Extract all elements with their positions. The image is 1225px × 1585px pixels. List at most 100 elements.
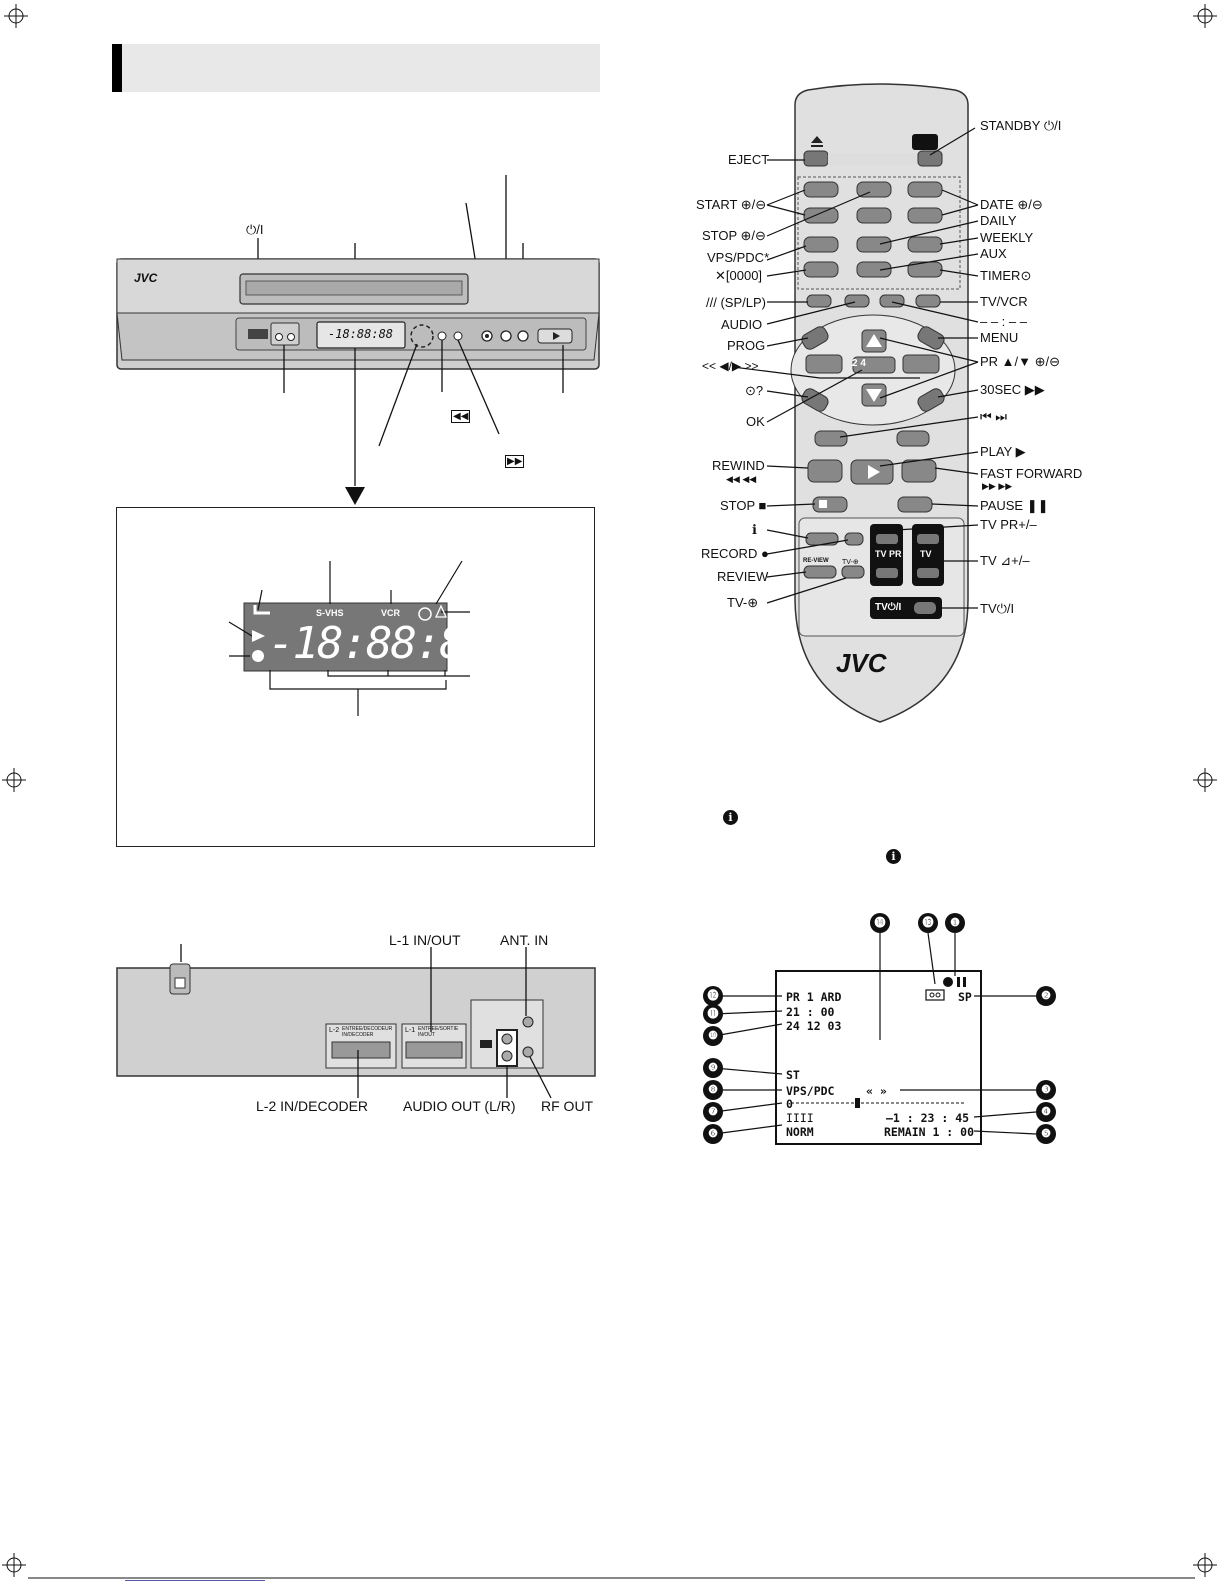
callout-8: ❽: [703, 1080, 723, 1100]
osd-screen: [775, 970, 982, 1145]
label-daily: DAILY: [980, 213, 1017, 228]
ant-in-label: ANT. IN: [500, 932, 549, 948]
osd-stereo: ST: [786, 1068, 800, 1082]
callout-13: ⓭: [918, 913, 938, 933]
callout-12: ⓬: [703, 986, 723, 1006]
tv-volume-button-text[interactable]: TV: [920, 549, 932, 559]
audio-out-label: AUDIO OUT (L/R): [403, 1098, 516, 1114]
osd-remain: REMAIN 1 : 00: [884, 1125, 975, 1139]
osd-date: 24 12 03: [786, 1019, 842, 1033]
rewind-symbol: ◀◀: [451, 410, 471, 423]
standby-symbol-label: ⏻/I: [246, 222, 264, 237]
label-tv-power: TV⏻/I: [980, 601, 1015, 616]
osd-norm: NORM: [786, 1125, 814, 1139]
label-tv-volume: TV ⊿+/–: [980, 553, 1030, 568]
osd-zero: 0: [786, 1097, 793, 1111]
info-icon: i: [723, 810, 738, 825]
label-cancel: ✕[0000]: [715, 268, 763, 283]
display-panel-box: [116, 507, 595, 847]
osd-bars: IIII: [786, 1111, 814, 1125]
ffwd-symbol: ▶▶: [505, 455, 525, 468]
tv-pr-button-text[interactable]: TV PR: [875, 549, 902, 559]
label-review: REVIEW: [717, 569, 769, 584]
label-sp-lp: /// (SP/LP): [706, 295, 766, 310]
label-time-setting: – – : – –: [980, 314, 1027, 329]
label-menu: MENU: [980, 330, 1019, 345]
label-stop-timer: STOP ⊕/⊖: [702, 228, 766, 243]
label-rewind-symbols: ◀◀ ◀◀: [726, 474, 757, 484]
osd-vps-pdc: VPS/PDC: [786, 1084, 835, 1098]
label-30sec: 30SEC ▶▶: [980, 382, 1045, 397]
section-header-marker: [112, 44, 122, 92]
l1-connector-subtext: ENTREE/SORTIE IN/OUT: [418, 1026, 459, 1038]
label-record: RECORD ●: [701, 546, 769, 561]
label-aux: AUX: [980, 246, 1007, 261]
front-display-digits: -18:88:88: [328, 327, 394, 341]
osd-direction-arrows: « »: [866, 1084, 887, 1098]
callout-2: ❷: [1036, 986, 1056, 1006]
label-tv-pr: TV PR+/–: [980, 517, 1037, 532]
l2-label: L-2 IN/DECODER: [256, 1098, 369, 1114]
callout-7: ❼: [703, 1102, 723, 1122]
label-standby: STANDBY ⏻/I: [980, 118, 1062, 133]
label-prog: PROG: [727, 338, 766, 353]
review-button-text[interactable]: RE-VIEW: [803, 558, 829, 564]
callout-3: ❸: [1036, 1080, 1056, 1100]
callout-10: ❿: [703, 1026, 723, 1046]
label-tv-input: TV-⊕: [727, 595, 759, 610]
label-pr-up-down: PR ▲/▼ ⊕/⊖: [980, 354, 1061, 369]
label-eject: EJECT: [728, 152, 770, 167]
osd-program: PR 1 ARD: [786, 990, 842, 1004]
l1-label: L-1 IN/OUT: [389, 932, 461, 948]
section-header-bar: [112, 44, 600, 92]
svhs-indicator: S-VHS: [316, 608, 344, 618]
rf-out-label: RF OUT: [541, 1098, 594, 1114]
osd-time: 21 : 00: [786, 1005, 835, 1019]
vcr-indicator: VCR: [381, 608, 401, 618]
callout-6: ❻: [703, 1124, 723, 1144]
info-icon: i: [886, 849, 901, 864]
ok-button-digits[interactable]: 2 4: [852, 358, 866, 369]
l2-connector-text: L-2: [329, 1027, 340, 1034]
label-start: START ⊕/⊖: [696, 197, 767, 212]
callout-1: ❶: [945, 913, 965, 933]
tv-input-button-text[interactable]: TV-⊕: [842, 559, 859, 566]
callout-11: ⓫: [703, 1004, 723, 1024]
label-rewind: REWIND: [712, 458, 765, 473]
label-fast-forward: FAST FORWARD: [980, 466, 1083, 481]
label-ffwd-symbols: ▶▶ ▶▶: [982, 481, 1013, 491]
osd-counter: –1 : 23 : 45: [886, 1111, 970, 1125]
label-audio: AUDIO: [721, 317, 763, 332]
label-skip: ⏮ ⏭: [980, 409, 1008, 424]
label-left-right: << ◀/▶ >>: [702, 359, 759, 373]
remote-brand-logo: JVC: [836, 648, 887, 678]
l1-connector-text: L-1: [405, 1027, 416, 1034]
footer-link-underline: [125, 1580, 265, 1581]
label-play: PLAY ▶: [980, 444, 1026, 459]
callout-14: ⓮: [870, 913, 890, 933]
display-digits: -18:88:88: [268, 618, 490, 669]
front-brand-logo: JVC: [134, 271, 158, 285]
label-pause: PAUSE ❚❚: [980, 498, 1049, 513]
tv-power-button-text[interactable]: TV⏻/I: [875, 602, 902, 613]
label-info: ℹ: [752, 522, 757, 537]
label-timer-query: ⊙?: [745, 383, 764, 398]
label-timer: TIMER⊙: [980, 268, 1032, 283]
label-vps-pdc: VPS/PDC*: [707, 250, 770, 265]
callout-9: ❾: [703, 1058, 723, 1078]
callout-4: ❹: [1036, 1102, 1056, 1122]
l2-connector-subtext: ENTREE/DECODEUR IN/DECODER: [342, 1026, 393, 1038]
label-ok: OK: [746, 414, 765, 429]
label-tv-vcr: TV/VCR: [980, 294, 1028, 309]
osd-speed: SP: [958, 990, 972, 1004]
label-date: DATE ⊕/⊖: [980, 197, 1043, 212]
callout-5: ❺: [1036, 1124, 1056, 1144]
label-stop: STOP ■: [720, 498, 767, 513]
label-weekly: WEEKLY: [980, 230, 1034, 245]
